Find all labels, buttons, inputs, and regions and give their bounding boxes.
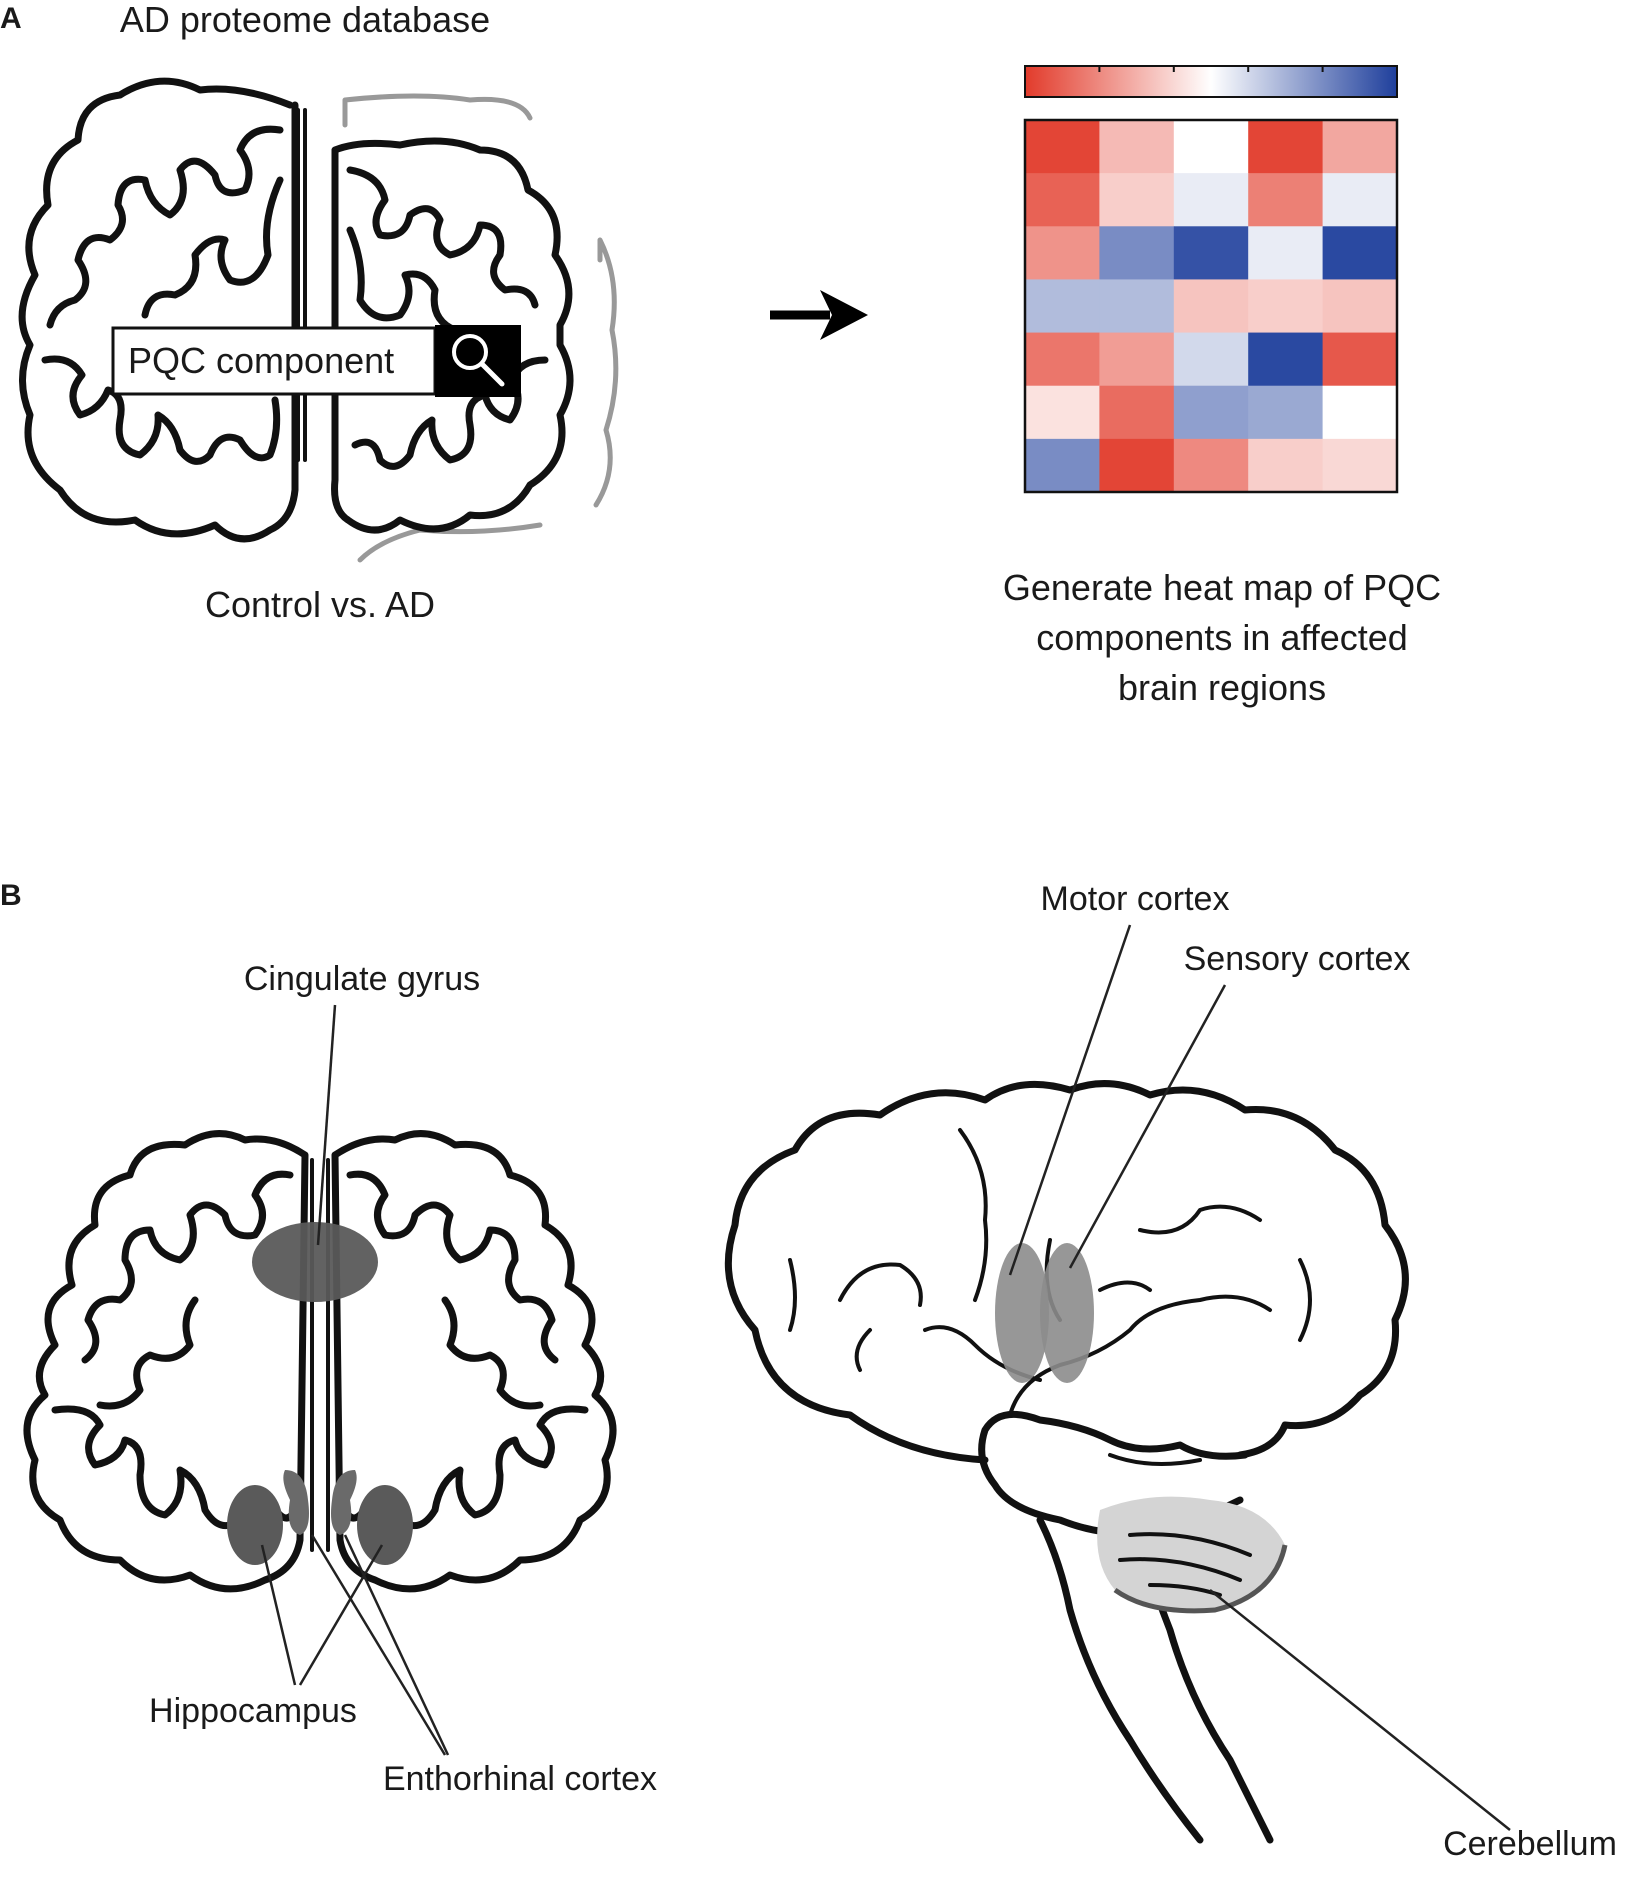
- left-gyri: [41, 125, 284, 465]
- heatmap-cell: [1248, 120, 1324, 174]
- label-hippocampus: Hippocampus: [149, 1692, 357, 1730]
- heatmap-cell: [1099, 385, 1175, 440]
- coronal-left-outline: [23, 1130, 309, 1593]
- comparison-label: Control vs. AD: [205, 584, 435, 625]
- coronal-brain-section-b: [23, 1130, 617, 1593]
- heatmap-cell: [1173, 332, 1249, 387]
- heatmap-cell: [1248, 279, 1324, 334]
- hippocampus-left-region: [227, 1485, 283, 1565]
- cerebellum-region: [1097, 1496, 1285, 1611]
- heatmap: [1025, 120, 1398, 493]
- heatmap-cell: [1173, 120, 1249, 174]
- heatmap-cell: [1099, 332, 1175, 387]
- heatmap-cell: [1322, 226, 1398, 280]
- heatmap-cell: [1173, 279, 1249, 334]
- hippocampus-right-region: [357, 1485, 413, 1565]
- label-cerebellum: Cerebellum: [1443, 1825, 1617, 1863]
- colorbar-ticks: [1098, 66, 1324, 72]
- heatmap-cell: [1025, 438, 1100, 493]
- heatmap-caption-line-1: Generate heat map of PQC: [1003, 567, 1441, 608]
- leader-sensory: [1068, 984, 1227, 1269]
- heatmap-frame: [1023, 118, 1399, 494]
- coronal-right-outline: [331, 1130, 617, 1593]
- heatmap-cell: [1322, 438, 1398, 493]
- leader-hippocampus-right: [298, 1544, 384, 1686]
- heatmap-cell: [1322, 385, 1398, 440]
- colorbar-gradient: [1024, 65, 1398, 98]
- leader-entorhinal-left: [310, 1534, 447, 1756]
- pqc-search-box[interactable]: PQC component: [111, 325, 521, 397]
- label-motor-cortex: Motor cortex: [1041, 880, 1230, 918]
- label-entorhinal-cortex: Enthorhinal cortex: [383, 1760, 657, 1798]
- heatmap-cell: [1322, 120, 1398, 174]
- heatmap-cell: [1322, 332, 1398, 387]
- right-gyri: [346, 166, 549, 470]
- heatmap-cell: [1099, 173, 1175, 227]
- cerebellum-lower-edge: [1113, 1544, 1288, 1614]
- heatmap-cell: [1025, 279, 1100, 334]
- heatmap-cell: [1322, 173, 1398, 227]
- panel-a-title: AD proteome database: [120, 0, 490, 40]
- label-sensory-cortex: Sensory cortex: [1184, 940, 1411, 978]
- leader-cingulate: [316, 1004, 337, 1246]
- heatmap-cell: [1173, 385, 1249, 440]
- heatmap-cell: [1248, 226, 1324, 280]
- right-hemisphere-outline: [331, 137, 574, 534]
- heatmap-caption-line-3: brain regions: [1118, 667, 1326, 708]
- heatmap-cell: [1025, 385, 1100, 440]
- label-cingulate-gyrus: Cingulate gyrus: [244, 960, 480, 998]
- heatmap-cell: [1248, 173, 1324, 227]
- search-input-text: PQC component: [128, 340, 394, 381]
- search-button[interactable]: [435, 325, 521, 397]
- heatmap-caption-line-2: components in affected: [1036, 617, 1408, 658]
- heatmap-cell: [1173, 226, 1249, 280]
- right-arrow-icon: [770, 290, 868, 340]
- entorhinal-right-region: [331, 1470, 357, 1535]
- left-hemisphere-outline: [18, 77, 299, 543]
- lateral-brain-sketch: [724, 1080, 1409, 1844]
- heatmap-cell: [1173, 438, 1249, 493]
- magnifier-icon: [452, 334, 505, 387]
- heatmap-cell: [1248, 332, 1324, 387]
- coronal-brain-sketch-a: [18, 77, 619, 563]
- sensory-cortex-region: [1040, 1243, 1094, 1383]
- search-input-frame[interactable]: [111, 326, 437, 396]
- cingulate-gyrus-region: [252, 1222, 378, 1302]
- leader-hippocampus-left: [260, 1544, 297, 1686]
- heatmap-cell: [1025, 226, 1100, 280]
- heatmap-cell: [1099, 226, 1175, 280]
- heatmap-cell: [1099, 438, 1175, 493]
- heatmap-cell: [1025, 120, 1100, 174]
- heatmap-cell: [1025, 332, 1100, 387]
- heatmap-cell: [1248, 385, 1324, 440]
- heatmap-cell: [1173, 173, 1249, 227]
- panel-b-letter: B: [0, 879, 22, 912]
- heatmap-cell: [1099, 120, 1175, 174]
- heatmap-colorbar: [1024, 65, 1398, 98]
- heatmap-cell: [1099, 279, 1175, 334]
- heatmap-cell: [1025, 173, 1100, 227]
- heatmap-cell: [1248, 438, 1324, 493]
- motor-cortex-region: [995, 1243, 1049, 1383]
- heatmap-cell: [1322, 279, 1398, 334]
- leader-entorhinal-right: [343, 1534, 450, 1756]
- leader-motor: [1008, 924, 1132, 1276]
- entorhinal-left-region: [283, 1470, 309, 1535]
- panel-a-letter: A: [0, 2, 22, 35]
- leader-cerebellum: [1209, 1589, 1511, 1831]
